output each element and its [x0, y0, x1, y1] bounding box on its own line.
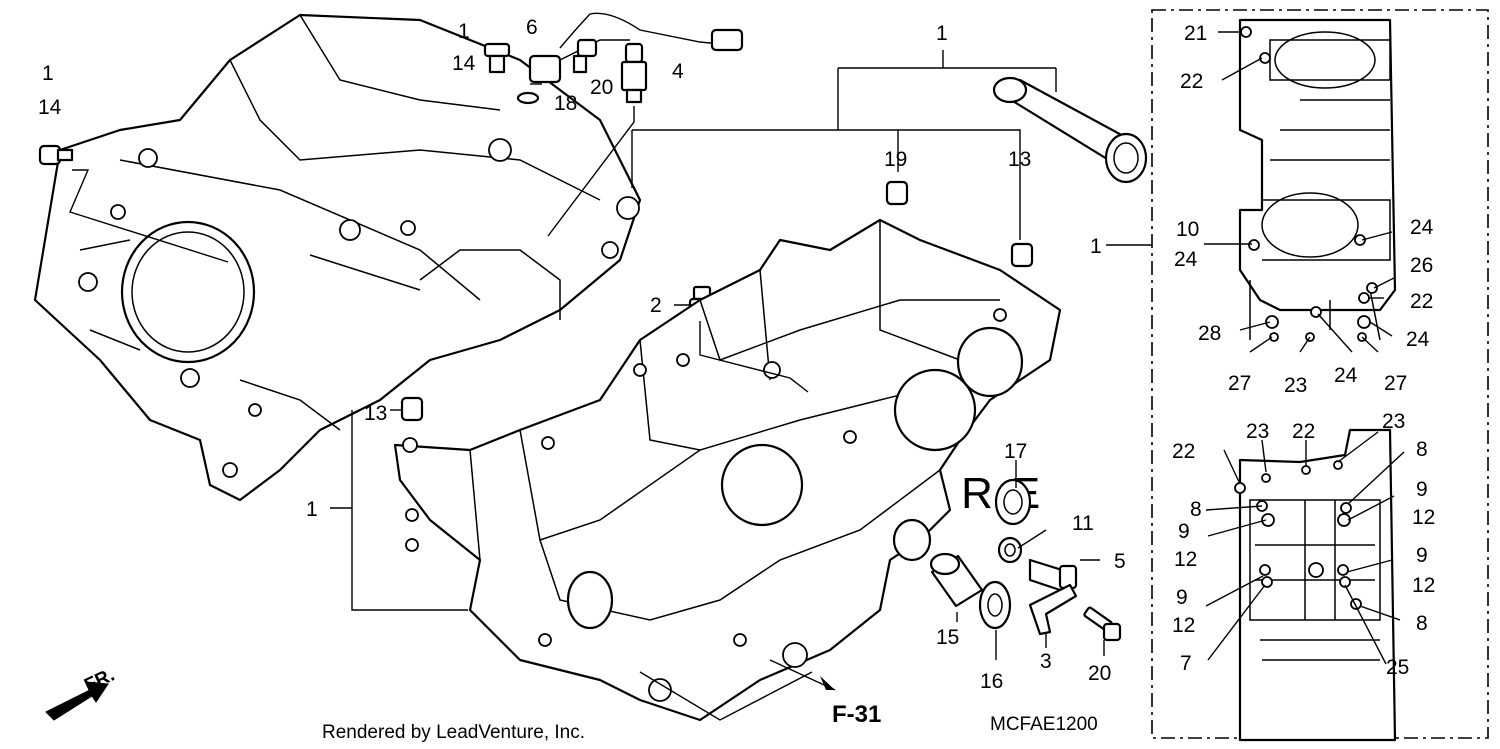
callout-3: 3	[1040, 650, 1052, 673]
callout-22-c: 22	[1172, 440, 1195, 463]
bolt-14-left	[38, 144, 74, 166]
callout-24-a: 24	[1174, 248, 1198, 271]
callout-21: 21	[1184, 22, 1207, 45]
leader-lines	[69, 31, 1405, 721]
sensor-6	[528, 12, 744, 84]
bearing-16	[978, 580, 1012, 630]
callout-20-top: 20	[590, 76, 613, 99]
callout-24-b: 24	[1410, 216, 1434, 239]
dowel-13-top	[1010, 242, 1034, 268]
bolt-20-bottom	[1083, 606, 1122, 642]
callout-numbers: 1 1 14 1 14 6 20 4 18 19 13 2 13 1 17 11…	[38, 16, 1435, 693]
callout-24-c: 24	[1406, 328, 1430, 351]
diagram-code: MCFAE1200	[990, 714, 1098, 735]
callout-5: 5	[1114, 550, 1126, 573]
callout-22-a: 22	[1180, 70, 1203, 93]
callout-2: 2	[650, 294, 662, 317]
callout-23-a: 23	[1284, 374, 1307, 397]
dowel-19	[885, 180, 909, 206]
callout-9-b: 9	[1416, 478, 1428, 501]
callout-6: 6	[526, 16, 538, 39]
callout-15: 15	[936, 626, 959, 649]
callout-13-top: 13	[1008, 148, 1031, 171]
callout-22-b: 22	[1410, 290, 1433, 313]
callout-14-left: 14	[38, 96, 62, 119]
callout-14-upper: 14	[452, 52, 476, 75]
switch-4	[620, 42, 648, 104]
callout-22-d: 22	[1292, 420, 1315, 443]
oring-18	[516, 91, 540, 105]
callout-27-a: 27	[1228, 372, 1251, 395]
callout-16: 16	[980, 670, 1003, 693]
bearing-17	[994, 478, 1032, 526]
dowel-13-mid	[400, 396, 424, 422]
plate-3	[1028, 583, 1078, 636]
callout-23-b: 23	[1246, 420, 1269, 443]
callout-13-mid: 13	[364, 402, 387, 425]
callout-24-d: 24	[1334, 364, 1358, 387]
lower-crankcase-drawing	[393, 218, 1062, 722]
callout-8-b: 8	[1190, 498, 1202, 521]
callout-19: 19	[884, 148, 907, 171]
inset-upper-case	[1238, 18, 1397, 342]
callout-1-left: 1	[42, 62, 54, 85]
inset-lower-case	[1234, 428, 1397, 742]
callout-7: 7	[1180, 652, 1192, 675]
bolt-14-upper	[483, 42, 511, 74]
callout-8-a: 8	[1416, 438, 1428, 461]
callout-20-bottom: 20	[1088, 662, 1111, 685]
callout-12-a: 12	[1174, 548, 1197, 571]
callout-1-right: 1	[1090, 235, 1102, 258]
callout-9-d: 9	[1176, 586, 1188, 609]
bearing-15	[929, 552, 984, 608]
callout-23-c: 23	[1382, 410, 1405, 433]
callout-1-upper: 1	[458, 20, 470, 43]
callout-11: 11	[1072, 512, 1094, 535]
callout-17: 17	[1004, 440, 1027, 463]
rendered-by-credit: Rendered by LeadVenture, Inc.	[322, 722, 585, 743]
callout-1-top: 1	[936, 22, 948, 45]
bolt-20-top	[572, 38, 598, 74]
washer-11	[997, 536, 1023, 564]
callout-10: 10	[1176, 218, 1199, 241]
callout-8-c: 8	[1416, 612, 1428, 635]
callout-9-a: 9	[1178, 520, 1190, 543]
callout-25: 25	[1386, 656, 1409, 679]
front-direction-arrow: FR.	[45, 665, 118, 721]
callout-12-d: 12	[1172, 614, 1195, 637]
inset-box	[1151, 9, 1489, 739]
callout-18: 18	[554, 92, 577, 115]
callout-26: 26	[1410, 254, 1433, 277]
callout-4: 4	[672, 60, 684, 83]
callout-12-b: 12	[1412, 506, 1435, 529]
switch-5	[1028, 558, 1078, 594]
callout-9-c: 9	[1416, 544, 1428, 567]
callout-28: 28	[1198, 322, 1221, 345]
callout-12-c: 12	[1412, 574, 1435, 597]
callout-27-b: 27	[1384, 372, 1407, 395]
upper-crankcase-drawing	[33, 13, 642, 502]
callout-1-mid: 1	[306, 498, 318, 521]
pipe-1	[992, 76, 1148, 184]
reference-label: F-31	[832, 701, 881, 728]
